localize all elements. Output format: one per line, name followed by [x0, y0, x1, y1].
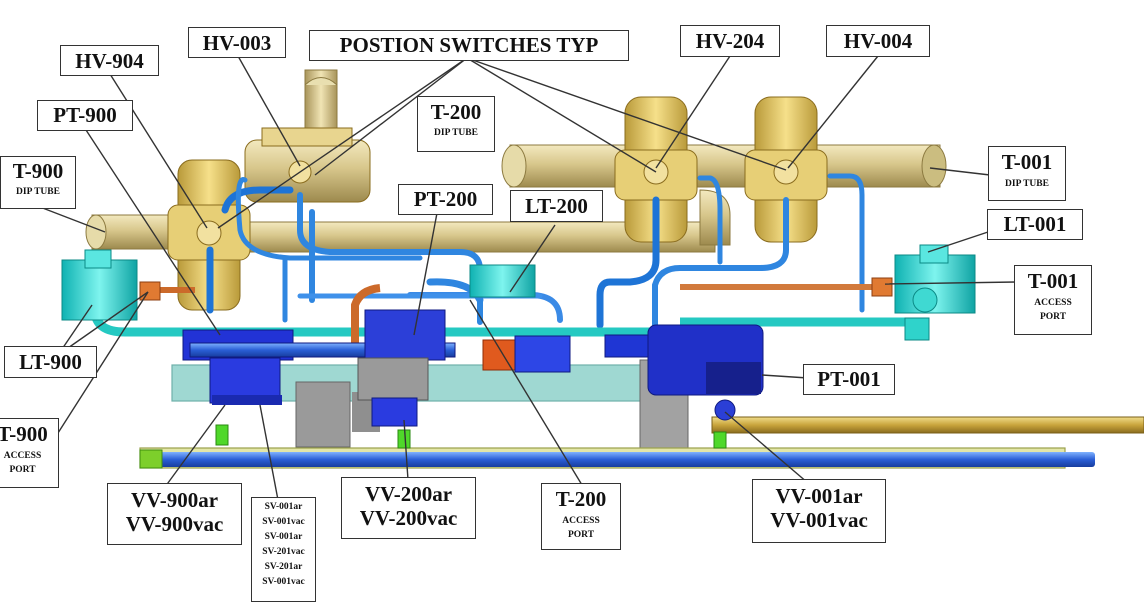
label-vv-001-line1: VV-001ar	[775, 484, 863, 508]
label-t-900-access-port-sub2: PORT	[9, 464, 36, 475]
bottom-rails	[139, 416, 1144, 469]
label-lt-001: LT-001	[987, 209, 1083, 240]
label-vv-900-line1: VV-900ar	[130, 488, 219, 512]
label-hv-904-text: HV-904	[75, 49, 144, 73]
label-t-900-access-port-sub1: ACCESS	[3, 451, 42, 462]
label-lt-001-text: LT-001	[1003, 212, 1067, 236]
blue-tubing	[206, 173, 865, 333]
sv-item: SV-201ar	[264, 562, 303, 572]
label-t-900-dip-tube: T-900 DIP TUBE	[0, 156, 76, 209]
label-lt-200: LT-200	[510, 190, 603, 222]
label-t-900-dip-tube-sub: DIP TUBE	[16, 187, 60, 198]
label-hv-204-text: HV-204	[695, 29, 765, 53]
label-vv-001-line2: VV-001vac	[770, 508, 868, 533]
label-position-switches-text: POSTION SWITCHES TYP	[339, 33, 599, 57]
label-pt-200: PT-200	[398, 184, 493, 215]
label-t-001-access-port-text: T-001	[1027, 269, 1079, 293]
label-pt-001-text: PT-001	[817, 367, 881, 391]
label-hv-004: HV-004	[826, 25, 930, 57]
label-vv-200-line1: VV-200ar	[364, 482, 453, 506]
label-vv-200: VV-200ar VV-200vac	[341, 477, 476, 539]
label-t-001-access-port: T-001 ACCESS PORT	[1014, 265, 1092, 335]
label-t-001-dip-tube-sub: DIP TUBE	[1005, 179, 1049, 190]
label-t-200-access-port-sub2: PORT	[567, 529, 595, 540]
sv-item: SV-001ar	[264, 502, 303, 512]
label-t-001-access-port-sub2: PORT	[1039, 311, 1067, 322]
label-hv-004-text: HV-004	[843, 29, 913, 53]
leader-lines	[39, 55, 1017, 501]
label-pt-900: PT-900	[37, 100, 133, 131]
label-t-001-dip-tube-text: T-001	[1001, 150, 1053, 174]
sv-item: SV-001ar	[264, 532, 303, 542]
label-lt-900: LT-900	[4, 346, 97, 378]
label-t-001-dip-tube: T-001 DIP TUBE	[988, 146, 1066, 201]
label-lt-900-text: LT-900	[19, 350, 82, 374]
sv-item: SV-201vac	[262, 547, 305, 557]
label-hv-003-text: HV-003	[202, 31, 272, 55]
label-t-001-access-port-sub1: ACCESS	[1034, 298, 1072, 309]
label-sv-list: SV-001ar SV-001vac SV-001ar SV-201vac SV…	[251, 497, 316, 602]
green-fittings	[215, 424, 727, 449]
label-t-900-access-port: T-900 ACCESS PORT	[0, 418, 59, 488]
label-hv-204: HV-204	[680, 25, 780, 57]
label-t-200-dip-tube-text: T-200	[430, 100, 482, 124]
label-pt-200-text: PT-200	[413, 187, 478, 211]
sv-item: SV-001vac	[262, 577, 305, 587]
sv-item: SV-001vac	[262, 517, 305, 527]
label-t-200-dip-tube-sub: DIP TUBE	[434, 128, 478, 139]
label-t-200-access-port-sub1: ACCESS	[562, 516, 600, 527]
label-position-switches: POSTION SWITCHES TYP	[309, 30, 629, 61]
label-lt-200-text: LT-200	[525, 194, 588, 218]
label-t-200-access-port: T-200 ACCESS PORT	[541, 483, 621, 550]
label-vv-900-line2: VV-900vac	[125, 512, 224, 537]
label-vv-200-line2: VV-200vac	[359, 506, 458, 531]
label-t-200-dip-tube: T-200 DIP TUBE	[417, 96, 495, 152]
label-vv-900: VV-900ar VV-900vac	[107, 483, 242, 545]
label-pt-900-text: PT-900	[53, 103, 117, 127]
label-vv-001: VV-001ar VV-001vac	[752, 479, 886, 543]
copper-lines	[139, 277, 893, 345]
label-t-900-dip-tube-text: T-900	[12, 159, 64, 183]
label-t-200-access-port-text: T-200	[555, 487, 607, 511]
label-hv-904: HV-904	[60, 45, 159, 76]
label-t-900-access-port-text: T-900	[0, 422, 48, 446]
label-hv-003: HV-003	[188, 27, 286, 58]
label-pt-001: PT-001	[803, 364, 895, 395]
